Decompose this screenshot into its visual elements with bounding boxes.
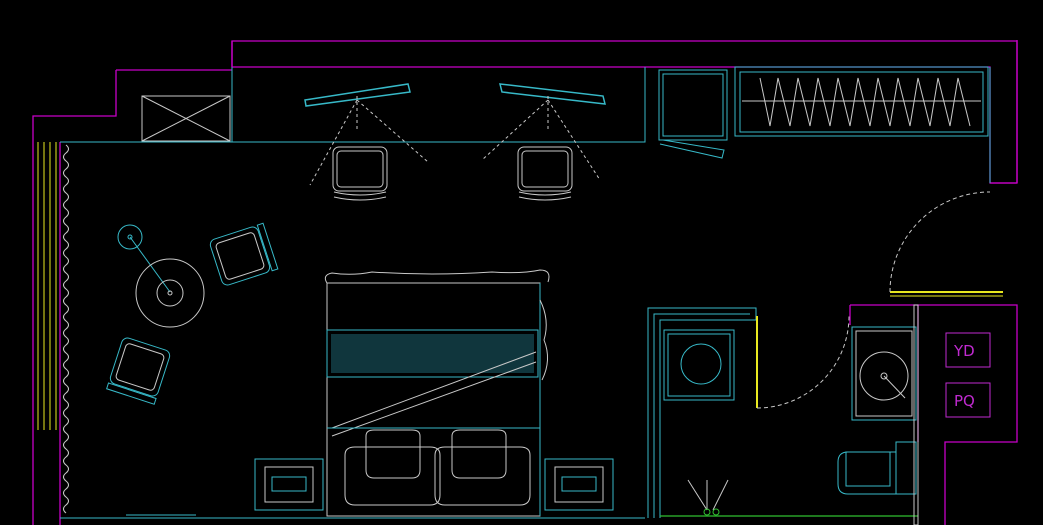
yd-tag: YD (945, 332, 991, 368)
partition-wall (913, 304, 919, 525)
wardrobe-icon (734, 66, 989, 137)
curtain-icon (62, 144, 70, 514)
window-strip (37, 142, 57, 430)
door-swing-icon (756, 315, 850, 409)
armchair-icon (209, 222, 279, 286)
bathroom (647, 307, 757, 518)
floor-lamp-icon (117, 224, 171, 293)
pq-tag: PQ (945, 382, 991, 418)
nightstand-icon (544, 458, 614, 511)
nightstand-icon (254, 458, 324, 511)
desk-chair-icon (517, 146, 573, 201)
desk-chair-icon (332, 146, 388, 201)
interior-walls (60, 67, 991, 519)
wash-basin-icon (851, 326, 917, 421)
door-swing-icon (889, 191, 991, 293)
yd-label: YD (953, 342, 975, 360)
tv-icon (304, 83, 429, 186)
double-bed (324, 269, 550, 517)
pillow-icon (344, 429, 531, 506)
shower-icon (687, 479, 729, 516)
toilet-icon (837, 441, 917, 495)
minibar-icon (658, 69, 728, 159)
armchair-icon (106, 337, 171, 405)
pq-label: PQ (954, 392, 975, 410)
shaft-icon (141, 95, 231, 142)
tv-icon (481, 83, 606, 181)
round-table-icon (135, 258, 205, 328)
